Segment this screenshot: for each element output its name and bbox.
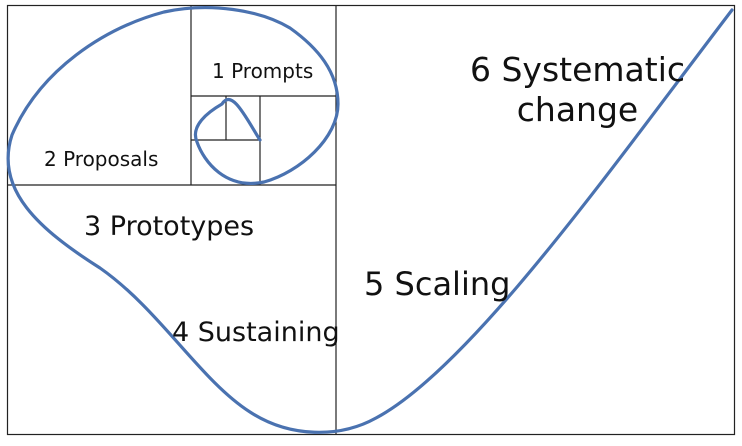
stage-label-scaling: 5 Scaling (364, 265, 511, 303)
stage-label-systematic-change: 6 Systematic change (470, 50, 685, 129)
stage-label-systematic-change-line1: 6 Systematic (470, 50, 686, 89)
stage-label-proposals: 2 Proposals (44, 147, 159, 171)
outer-frame (6, 4, 736, 436)
stage-label-prototypes: 3 Prototypes (84, 211, 255, 242)
stage-label-systematic-change-line2: change (516, 89, 639, 129)
stage-label-prompts: 1 Prompts (212, 59, 314, 83)
stage-label-sustaining: 4 Sustaining (172, 317, 340, 348)
spiral-curve (6, 6, 734, 434)
